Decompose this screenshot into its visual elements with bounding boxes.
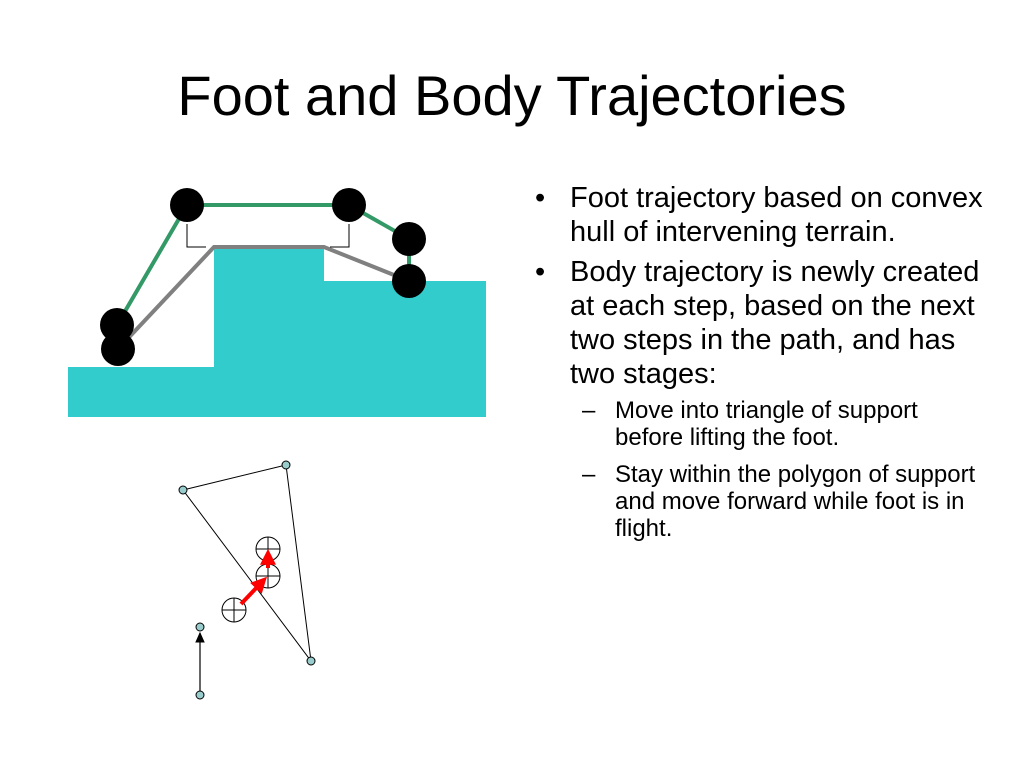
bullet-item: • Foot trajectory based on convex hull o… bbox=[530, 181, 990, 249]
bullet-list: • Foot trajectory based on convex hull o… bbox=[530, 181, 990, 552]
foot-marker-icon bbox=[100, 308, 134, 342]
body-trajectory-line bbox=[116, 245, 410, 351]
body-center-icon bbox=[221, 597, 247, 623]
bullet-text: Body trajectory is newly created at each… bbox=[570, 256, 980, 390]
bullet-text: Foot trajectory based on convex hull of … bbox=[570, 182, 983, 248]
bullet-mark: • bbox=[535, 182, 546, 214]
foot-marker-icon bbox=[392, 222, 426, 256]
terrain-steps bbox=[68, 247, 486, 417]
bullet-mark: • bbox=[535, 256, 546, 288]
support-point-icon bbox=[195, 690, 205, 700]
support-point-icon bbox=[178, 485, 188, 495]
support-point-icon bbox=[195, 622, 205, 632]
foot-marker-icon bbox=[332, 188, 366, 222]
terrain-trajectory-diagram bbox=[68, 188, 486, 417]
sub-bullet-mark: – bbox=[582, 397, 596, 424]
sub-bullet-item: – Move into triangle of support before l… bbox=[530, 397, 990, 451]
sub-bullet-mark: – bbox=[582, 461, 596, 488]
foot-marker-icon bbox=[170, 188, 204, 222]
hull-bracket-left bbox=[186, 224, 206, 248]
bullet-item: • Body trajectory is newly created at ea… bbox=[530, 255, 990, 391]
support-point-icon bbox=[306, 656, 316, 666]
support-polygon bbox=[182, 464, 312, 663]
body-motion-arrow bbox=[239, 576, 267, 606]
sub-bullet-item: – Stay within the polygon of support and… bbox=[530, 461, 990, 542]
support-polygon-diagram bbox=[178, 460, 316, 700]
foot-marker-icon bbox=[392, 264, 426, 298]
slide-title: Foot and Body Trajectories bbox=[177, 64, 847, 127]
support-point-icon bbox=[281, 460, 291, 470]
hull-bracket-right bbox=[330, 224, 350, 248]
sub-bullet-text: Move into triangle of support before lif… bbox=[615, 397, 918, 451]
foot-marker-icon bbox=[101, 332, 135, 366]
sub-bullet-text: Stay within the polygon of support and m… bbox=[615, 461, 976, 542]
